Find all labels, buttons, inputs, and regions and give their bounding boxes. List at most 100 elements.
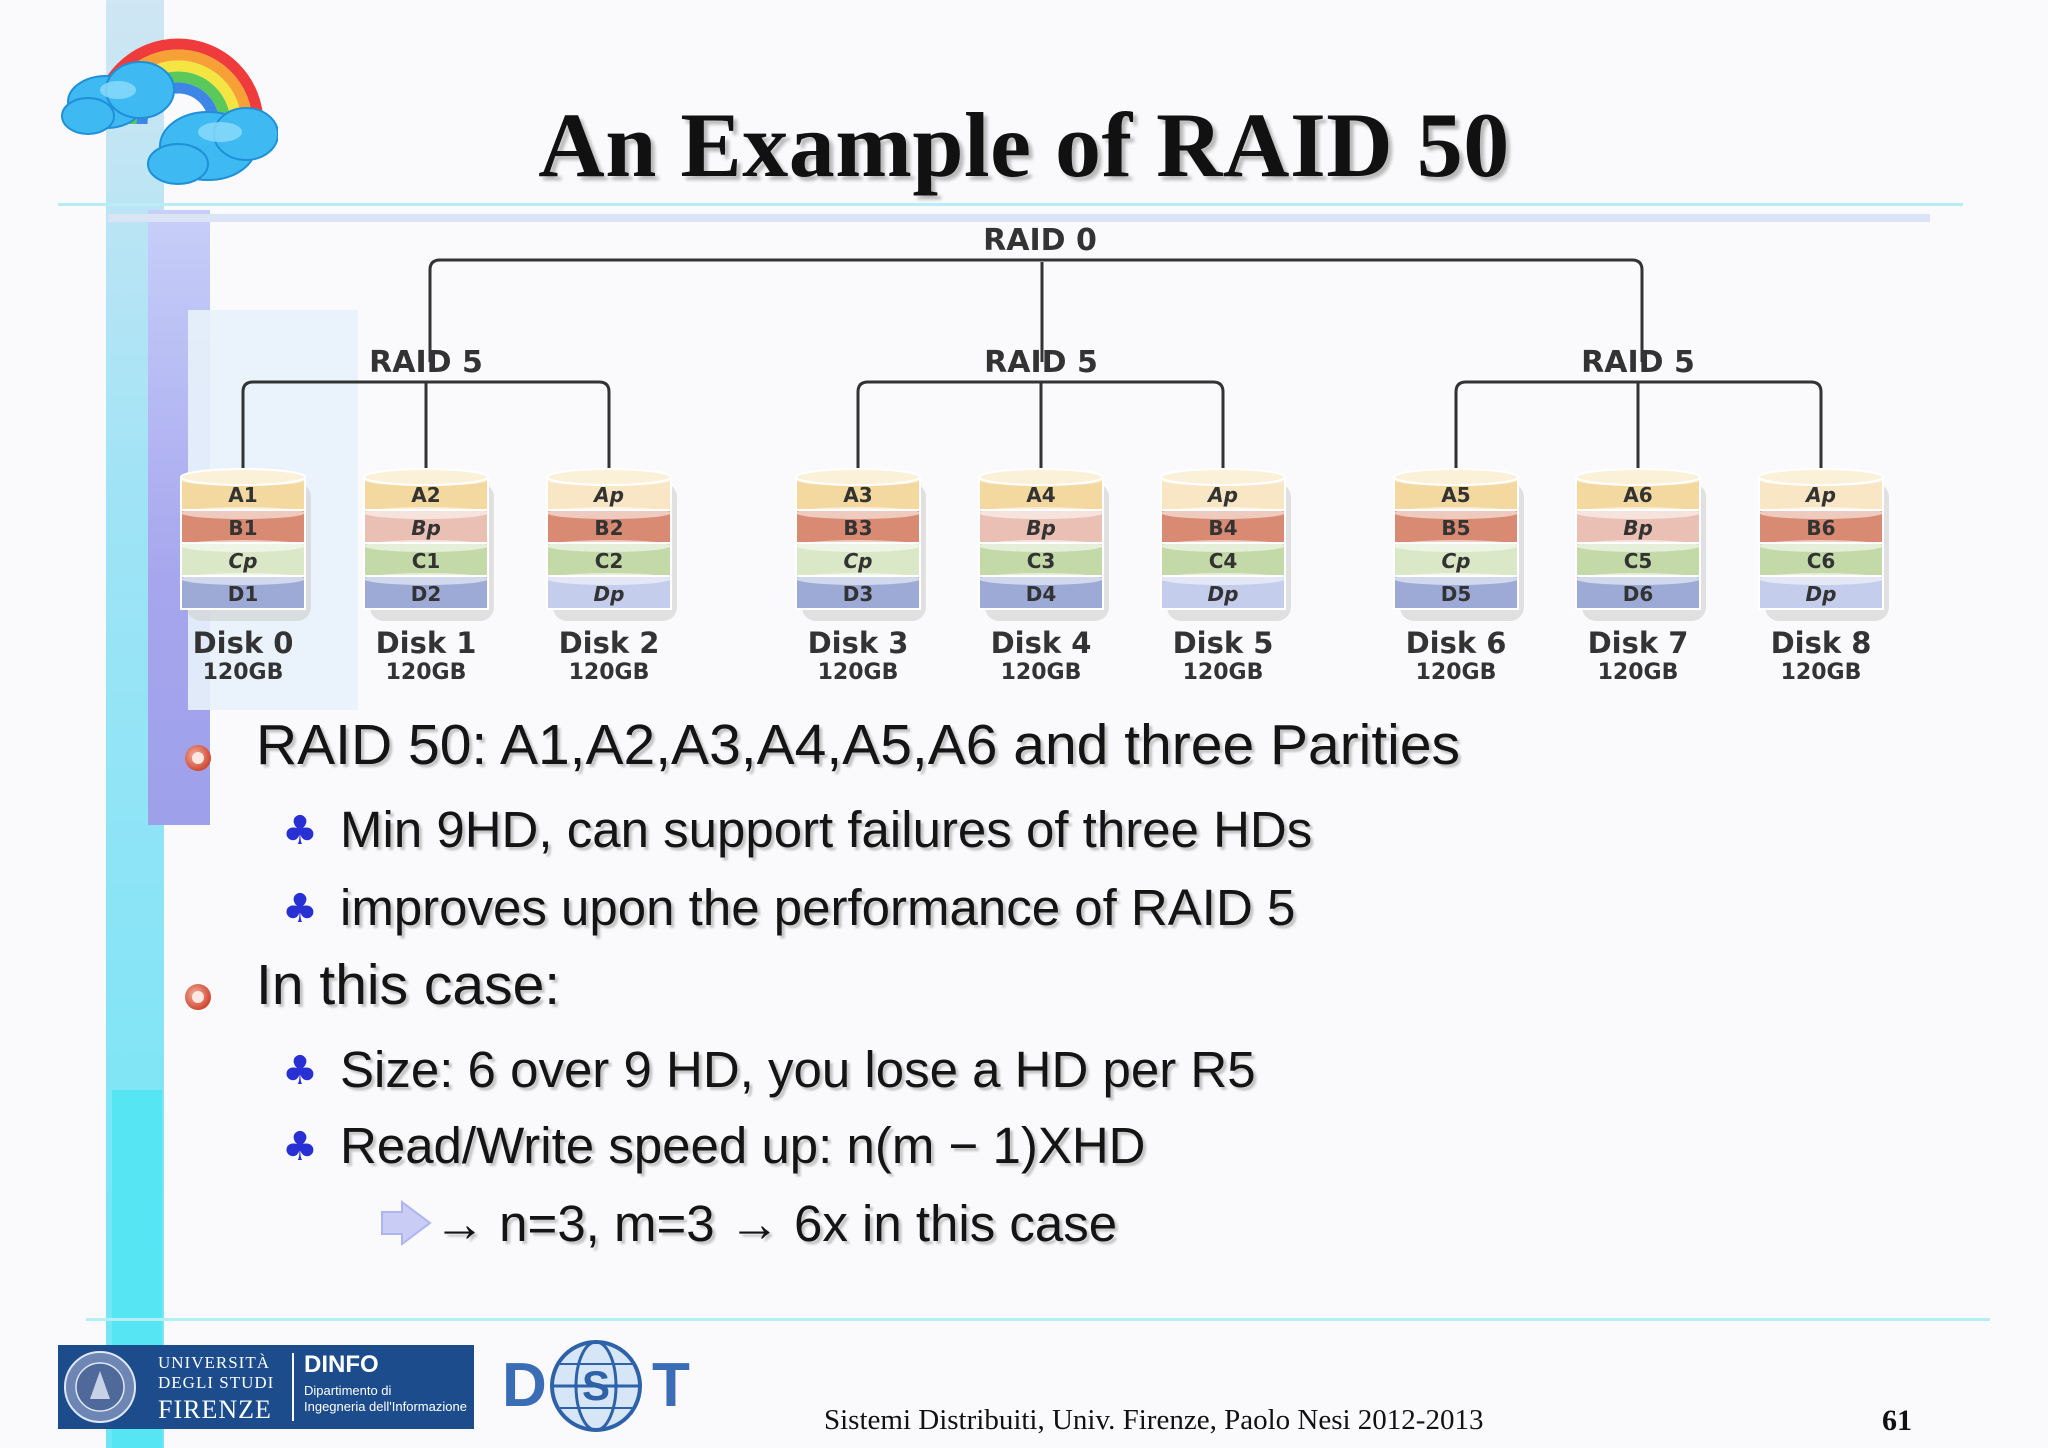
disk-block-rim: [547, 540, 671, 552]
light-arrow-icon: [381, 1200, 432, 1246]
block-label: B3: [843, 516, 872, 540]
block-label: Dp: [1208, 582, 1239, 606]
club-icon: ♣: [282, 886, 318, 932]
disk-block-rim: [1161, 573, 1285, 585]
bullet-2: In this case:: [256, 953, 561, 1017]
disit-letter-t: T: [652, 1351, 690, 1420]
disk-top-cap: [1575, 468, 1701, 486]
block-label: A4: [1026, 483, 1055, 507]
dinfo-title: DINFO: [304, 1351, 379, 1378]
disk-name: Disk 5: [1173, 626, 1274, 660]
block-label: A6: [1623, 483, 1652, 507]
block-label: Bp: [1026, 516, 1056, 540]
block-label: A3: [843, 483, 872, 507]
block-label: B1: [228, 516, 257, 540]
disk-name: Disk 6: [1406, 626, 1507, 660]
univ-line-2: DEGLI STUDI: [158, 1373, 275, 1392]
sub-sub-bullet: → n=3, m=3 → 6x in this case: [434, 1195, 1118, 1252]
disk-block-rim: [547, 507, 671, 519]
raid5-label: RAID 5: [1581, 345, 1695, 380]
disk-name: Disk 4: [991, 626, 1092, 660]
block-label: Cp: [844, 549, 873, 573]
disk-size: 120GB: [1416, 660, 1497, 685]
disk-name: Disk 3: [808, 626, 909, 660]
disk-block-rim: [181, 507, 305, 519]
slide-title: An Example of RAID 50: [538, 94, 1510, 196]
title-divider-shadow: [108, 214, 1930, 222]
disk-top-cap: [1758, 468, 1884, 486]
block-label: Dp: [1806, 582, 1837, 606]
block-label: D6: [1623, 582, 1654, 606]
disit-logo: S D T: [500, 1338, 700, 1434]
disk-block-rim: [796, 573, 920, 585]
disk-top-cap: [546, 468, 672, 486]
block-label: D4: [1026, 582, 1057, 606]
club-icon: ♣: [282, 808, 318, 854]
disk-size: 120GB: [203, 660, 284, 685]
disk-block-rim: [547, 573, 671, 585]
disk-block-rim: [181, 573, 305, 585]
disk-block-rim: [1759, 573, 1883, 585]
disk-name: Disk 0: [193, 626, 294, 660]
raid5-label: RAID 5: [984, 345, 1098, 380]
disk-size: 120GB: [818, 660, 899, 685]
block-label: C1: [412, 549, 441, 573]
raid0-connector: [428, 258, 1644, 362]
university-seal-icon: [64, 1351, 136, 1423]
block-label: C5: [1624, 549, 1653, 573]
disk-name: Disk 7: [1588, 626, 1689, 660]
univ-line-3: FIRENZE: [158, 1395, 272, 1424]
block-label: B5: [1441, 516, 1470, 540]
block-label: C3: [1027, 549, 1056, 573]
block-label: Dp: [594, 582, 625, 606]
dinfo-line-2: Ingegneria dell'Informazione: [304, 1399, 467, 1414]
dinfo-line-1: Dipartimento di: [304, 1383, 392, 1398]
block-label: D5: [1441, 582, 1472, 606]
disk-block-rim: [364, 573, 488, 585]
block-label: D2: [411, 582, 442, 606]
disk-size: 120GB: [1183, 660, 1264, 685]
disk-block-rim: [1394, 573, 1518, 585]
block-label: Ap: [1804, 483, 1836, 507]
bullet-circle-icon: [185, 984, 211, 1010]
disk-block-rim: [979, 540, 1103, 552]
disk-top-cap: [180, 468, 306, 486]
disk-block-rim: [979, 573, 1103, 585]
disk-size: 120GB: [1001, 660, 1082, 685]
title-divider: [58, 203, 1963, 206]
globe-icon: S: [550, 1340, 642, 1432]
disk-block-rim: [1759, 540, 1883, 552]
block-label: Cp: [229, 549, 258, 573]
block-label: B2: [594, 516, 623, 540]
disk-top-cap: [978, 468, 1104, 486]
block-label: Cp: [1442, 549, 1471, 573]
rainbow-cloud-logo: [61, 38, 278, 185]
block-label: Ap: [1206, 483, 1238, 507]
disk-size: 120GB: [1781, 660, 1862, 685]
block-label: C2: [595, 549, 624, 573]
sub-bullet-1-2: improves upon the performance of RAID 5: [340, 879, 1296, 936]
disk-top-cap: [1393, 468, 1519, 486]
disk-block-rim: [1161, 507, 1285, 519]
block-label: B6: [1806, 516, 1835, 540]
disk-name: Disk 8: [1771, 626, 1872, 660]
disk-block-rim: [1394, 540, 1518, 552]
disit-letter-d: D: [502, 1351, 547, 1420]
raid0-label: RAID 0: [983, 223, 1097, 258]
block-label: A1: [228, 483, 257, 507]
disk-top-cap: [1160, 468, 1286, 486]
university-logo: UNIVERSITÀ DEGLI STUDI FIRENZE DINFO Dip…: [58, 1345, 474, 1429]
disk-block-rim: [364, 507, 488, 519]
club-icon: ♣: [282, 1048, 318, 1094]
univ-line-1: UNIVERSITÀ: [158, 1353, 270, 1372]
disk-block-rim: [979, 507, 1103, 519]
block-label: C6: [1807, 549, 1836, 573]
block-label: Ap: [592, 483, 624, 507]
sub-bullet-2-1: Size: 6 over 9 HD, you lose a HD per R5: [340, 1041, 1256, 1098]
disk-block-rim: [796, 507, 920, 519]
disk-size: 120GB: [569, 660, 650, 685]
disk-block-rim: [796, 540, 920, 552]
disk-block-rim: [1576, 573, 1700, 585]
sub-bullet-2-2: Read/Write speed up: n(m − 1)XHD: [340, 1117, 1146, 1174]
